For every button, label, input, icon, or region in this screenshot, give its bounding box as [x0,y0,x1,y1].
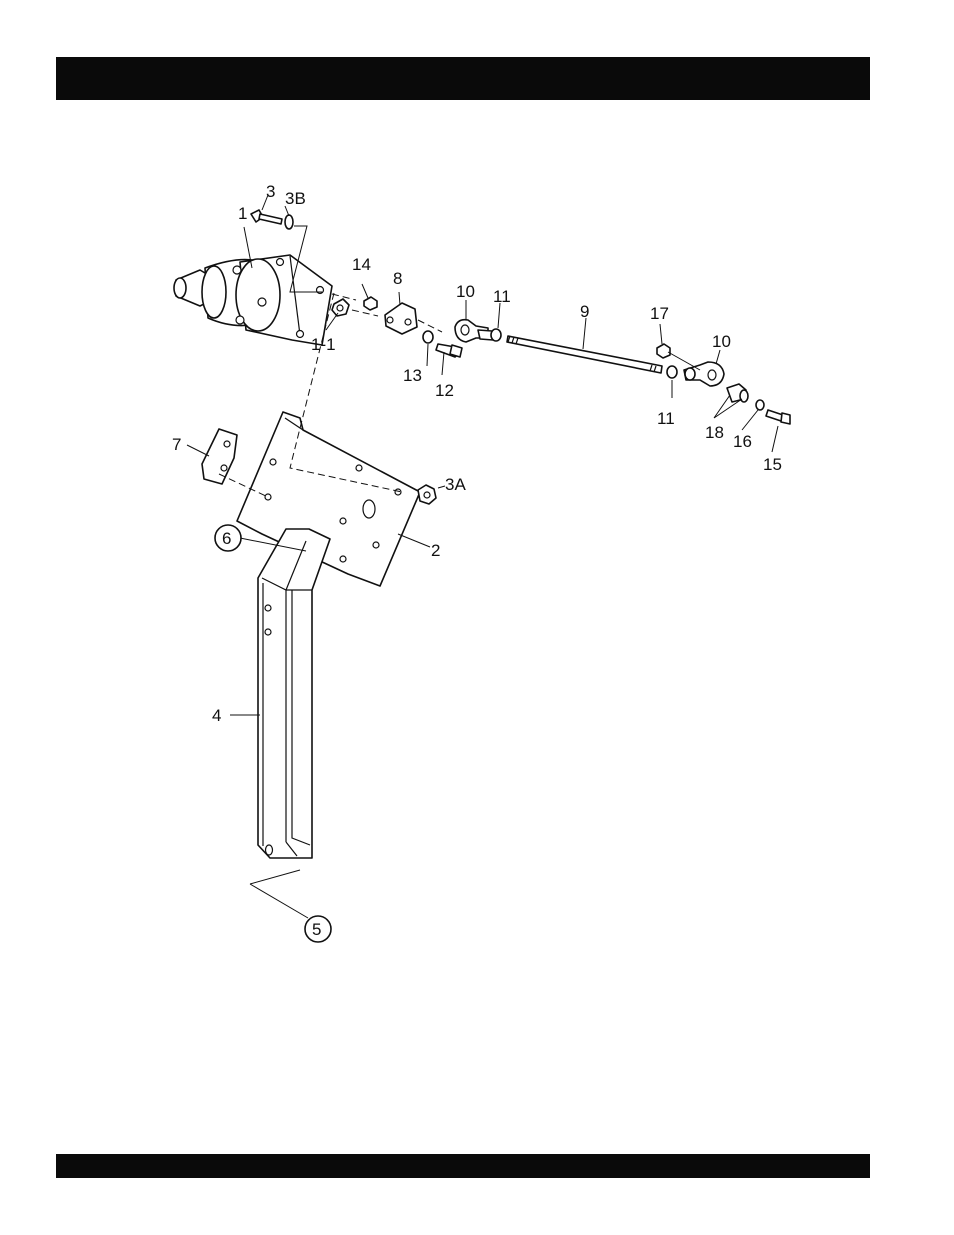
callout-17: 17 [650,304,669,323]
mounting-plate-2 [237,412,420,586]
motor-unit [174,255,332,345]
callout-3B: 3B [285,189,306,208]
callout-16: 16 [733,432,752,451]
nut-11-right [667,366,677,378]
callout-13: 13 [403,366,422,385]
callout-18: 18 [705,423,724,442]
bolt-3 [251,210,282,224]
rod-end-10-left [455,320,493,342]
callout-2: 2 [431,541,440,560]
callout-5: 5 [312,920,321,939]
callout-10-right: 10 [712,332,731,351]
nut-1-1 [332,299,349,316]
washer-3B [285,215,293,229]
washer-16 [756,400,764,410]
callout-6: 6 [222,529,231,548]
rod-end-10-right [684,362,724,386]
rod-9 [507,336,662,373]
nut-14 [364,297,377,310]
callout-14: 14 [352,255,371,274]
callout-3A: 3A [445,475,466,494]
callout-8: 8 [393,269,402,288]
callout-3: 3 [266,182,275,201]
callout-10-left: 10 [456,282,475,301]
bolt-12 [436,344,462,357]
callout-1: 1 [238,204,247,223]
washer-13 [423,331,433,343]
clevis-8 [385,303,417,334]
spacer-18 [727,384,748,402]
callout-11-right: 11 [657,409,675,428]
callout-12: 12 [435,381,454,400]
bolt-15 [766,410,790,424]
callout-11-left: 11 [493,287,511,306]
nut-17 [657,344,670,358]
nut-3A [418,485,436,504]
plate-7 [202,429,237,484]
nut-11-left [491,329,501,341]
channel-leg-4 [258,529,330,858]
callout-4: 4 [212,706,221,725]
callout-15: 15 [763,455,782,474]
callout-1-1: 1-1 [311,335,336,354]
callout-7: 7 [172,435,181,454]
callout-9: 9 [580,302,589,321]
